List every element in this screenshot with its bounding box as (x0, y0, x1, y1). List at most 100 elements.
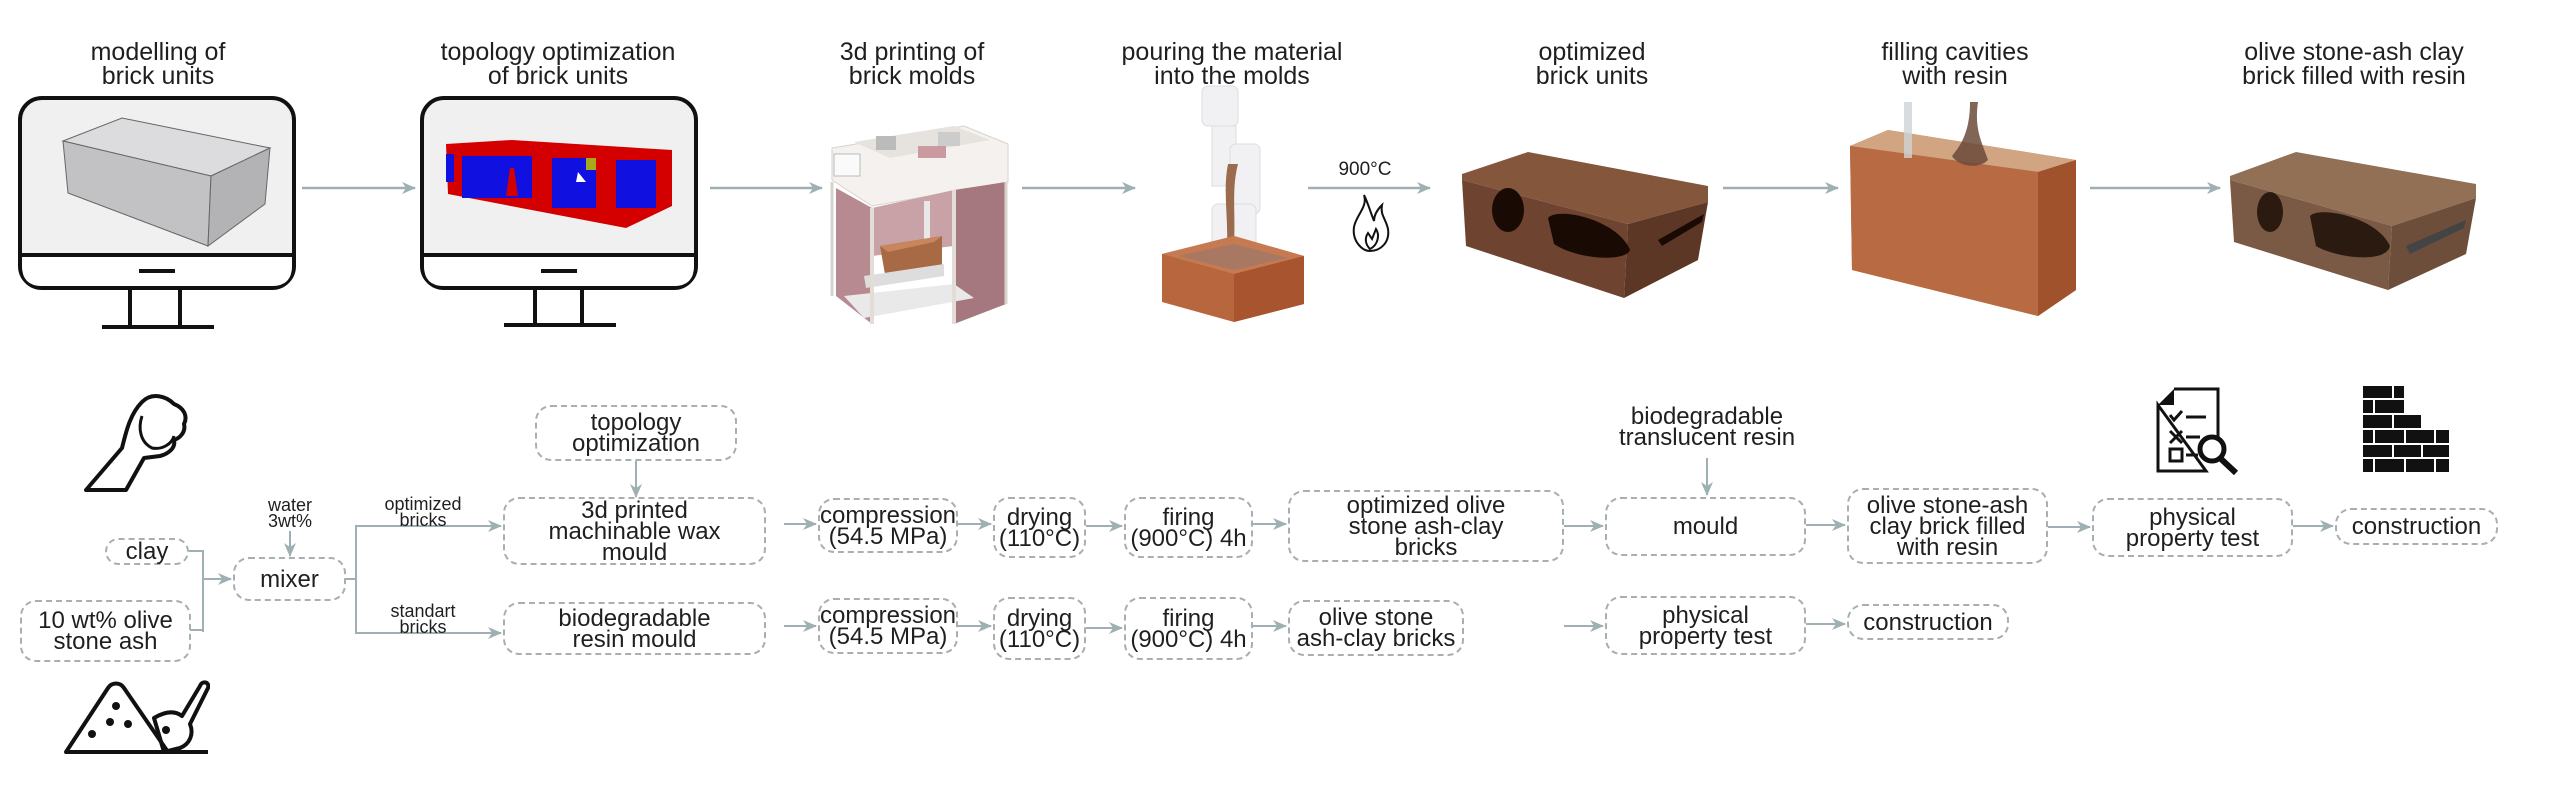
title-line: brick units (1535, 62, 1649, 90)
box-label: mixer (260, 565, 319, 593)
resin-filling-brick-icon (1850, 102, 2076, 316)
3d-printer-icon (830, 125, 1009, 324)
optimized-brick-icon (1462, 152, 1708, 298)
monitor-plain-brick-icon (18, 96, 296, 329)
opt-construction-box: construction (2335, 508, 2498, 545)
box-label: (900°C) 4h (1130, 625, 1247, 653)
box-label: construction (2351, 513, 2482, 540)
box-label: olive stone-ash (1866, 491, 2029, 519)
water-label: water 3wt% (267, 495, 313, 531)
step-title-3d-printing: 3d printing of brick molds (839, 38, 985, 90)
firing-temperature-label: 900°C (1338, 159, 1392, 180)
title-line: brick molds (848, 62, 976, 90)
box-label: stone ash (53, 628, 158, 655)
step-title-modelling: modelling of brick units (90, 38, 226, 90)
title-line: olive stone-ash clay (2244, 38, 2464, 66)
olive-ash-pile-icon (64, 680, 210, 754)
box-label: 3d printed (581, 496, 688, 524)
std-construction-box: construction (1847, 604, 2009, 640)
label-line: standart (390, 601, 456, 621)
label-line: bricks (399, 510, 447, 530)
branch-standart-label: standart bricks (390, 601, 456, 637)
box-label: (54.5 MPa) (828, 522, 948, 550)
step-title-pouring: pouring the material into the molds (1121, 38, 1343, 90)
box-label: physical (1662, 601, 1749, 629)
box-label: compression (819, 602, 957, 629)
step-title-optimized: optimized brick units (1535, 38, 1649, 90)
box-label: physical (2149, 503, 2236, 531)
mixer-box: mixer (233, 557, 346, 601)
opt-compression-box: compression(54.5 MPa) (818, 498, 958, 553)
title-line: into the molds (1154, 62, 1310, 90)
title-line: modelling of (90, 38, 226, 66)
title-line: of brick units (487, 62, 629, 90)
box-label: (110°C) (998, 524, 1081, 552)
box-label: clay brick filled (1869, 512, 2026, 540)
clay-connector (189, 550, 204, 632)
box-label: (54.5 MPa) (828, 623, 948, 650)
box-label: clay (125, 538, 169, 565)
box-label: resin mould (572, 625, 697, 653)
title-line: optimized (1538, 38, 1646, 66)
title-line: 3d printing of (839, 38, 985, 66)
std-compression-box: compression(54.5 MPa) (818, 598, 958, 654)
box-label: firing (1162, 503, 1215, 531)
label-line: bricks (399, 617, 447, 637)
box-label: 10 wt% olive (38, 607, 173, 634)
box-label: drying (1006, 604, 1073, 632)
label-line: optimized (384, 494, 462, 514)
checklist-magnifier-icon (2156, 387, 2239, 475)
label-line: translucent resin (1618, 424, 1796, 451)
box-label: machinable wax (548, 517, 721, 545)
label-line: water (267, 495, 313, 515)
opt-drying-box: drying(110°C) (993, 497, 1086, 558)
step-title-topology: topology optimization of brick units (440, 38, 676, 90)
box-label: property test (2125, 524, 2260, 552)
label-line: biodegradable (1630, 403, 1784, 430)
box-label: optimization (571, 430, 701, 457)
box-label: firing (1162, 604, 1215, 632)
box-label: bricks (1394, 533, 1458, 561)
step-title-filling: filling cavities with resin (1881, 38, 2029, 89)
box-label: stone ash-clay (1348, 512, 1504, 540)
box-label: olive stone (1318, 604, 1434, 631)
topology-brick (446, 140, 672, 228)
label-line: 3wt% (267, 511, 313, 531)
box-label: ash-clay bricks (1296, 625, 1456, 652)
box-label: compression (819, 501, 957, 529)
standart-branch-line (355, 579, 502, 639)
box-label: (900°C) 4h (1130, 524, 1247, 552)
title-line: brick units (101, 62, 215, 90)
box-label: drying (1006, 503, 1073, 531)
std-firing-box: firing(900°C) 4h (1124, 597, 1253, 660)
branch-optimized-label: optimized bricks (384, 494, 462, 530)
title-line: topology optimization (440, 38, 676, 66)
title-line: pouring the material (1121, 38, 1343, 66)
hand-clay-icon (84, 394, 188, 492)
box-label: mould (1672, 513, 1739, 540)
box-label: optimized olive (1346, 491, 1506, 519)
pouring-robot-mold-icon (1162, 85, 1304, 322)
opt-firing-box: firing(900°C) 4h (1124, 497, 1253, 558)
box-label: with resin (1896, 533, 1999, 561)
title-line: filling cavities (1881, 38, 2029, 66)
std-drying-box: drying(110°C) (993, 597, 1086, 660)
brick-wall-icon (2363, 386, 2449, 472)
title-line: brick filled with resin (2242, 62, 2466, 90)
box-label: property test (1638, 622, 1773, 650)
step-title-final: olive stone-ash clay brick filled with r… (2242, 38, 2466, 90)
opt-resin-mould-box: mould (1605, 497, 1806, 556)
box-label: construction (1863, 608, 1993, 636)
monitor-topology-brick-icon (420, 96, 698, 327)
box-label: biodegradable (558, 604, 711, 632)
resin-filled-brick-icon (2230, 152, 2476, 290)
